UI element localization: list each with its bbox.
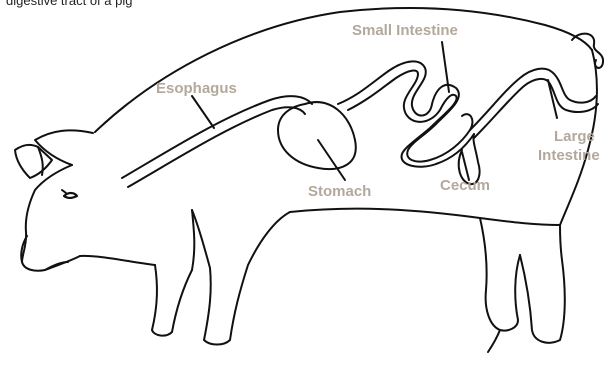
- label-esophagus: Esophagus: [156, 80, 237, 97]
- label-small-intestine: Small Intestine: [352, 22, 458, 39]
- esophagus-line-b: [128, 107, 305, 187]
- pig-front-leg-right: [192, 210, 290, 345]
- pig-belly: [290, 209, 560, 225]
- stomach: [278, 102, 356, 169]
- leader-cecum: [462, 152, 469, 180]
- large-intestine: [470, 69, 596, 130]
- label-large-intestine-line1: Large: [554, 128, 595, 145]
- leader-stomach: [318, 140, 345, 180]
- pig-hind-leg-left: [480, 218, 520, 331]
- pig-elbow: [192, 210, 194, 270]
- pig-front-leg-left: [152, 265, 192, 336]
- leader-esophagus: [192, 96, 214, 128]
- small-intestine-inner: [348, 71, 474, 167]
- pig-ear-back: [35, 130, 93, 165]
- pig-back-outline: [95, 8, 592, 132]
- label-cecum: Cecum: [440, 177, 490, 194]
- pig-head-outline: [22, 165, 80, 271]
- pig-hock: [488, 330, 500, 352]
- label-stomach: Stomach: [308, 183, 371, 200]
- label-large-intestine-line2: Intestine: [538, 147, 600, 164]
- pig-ear-front: [15, 145, 52, 178]
- pig-jowl: [80, 256, 155, 265]
- pig-eye-lash: [62, 190, 66, 193]
- pig-hind-leg-right: [520, 225, 565, 343]
- pig-tail: [572, 34, 603, 68]
